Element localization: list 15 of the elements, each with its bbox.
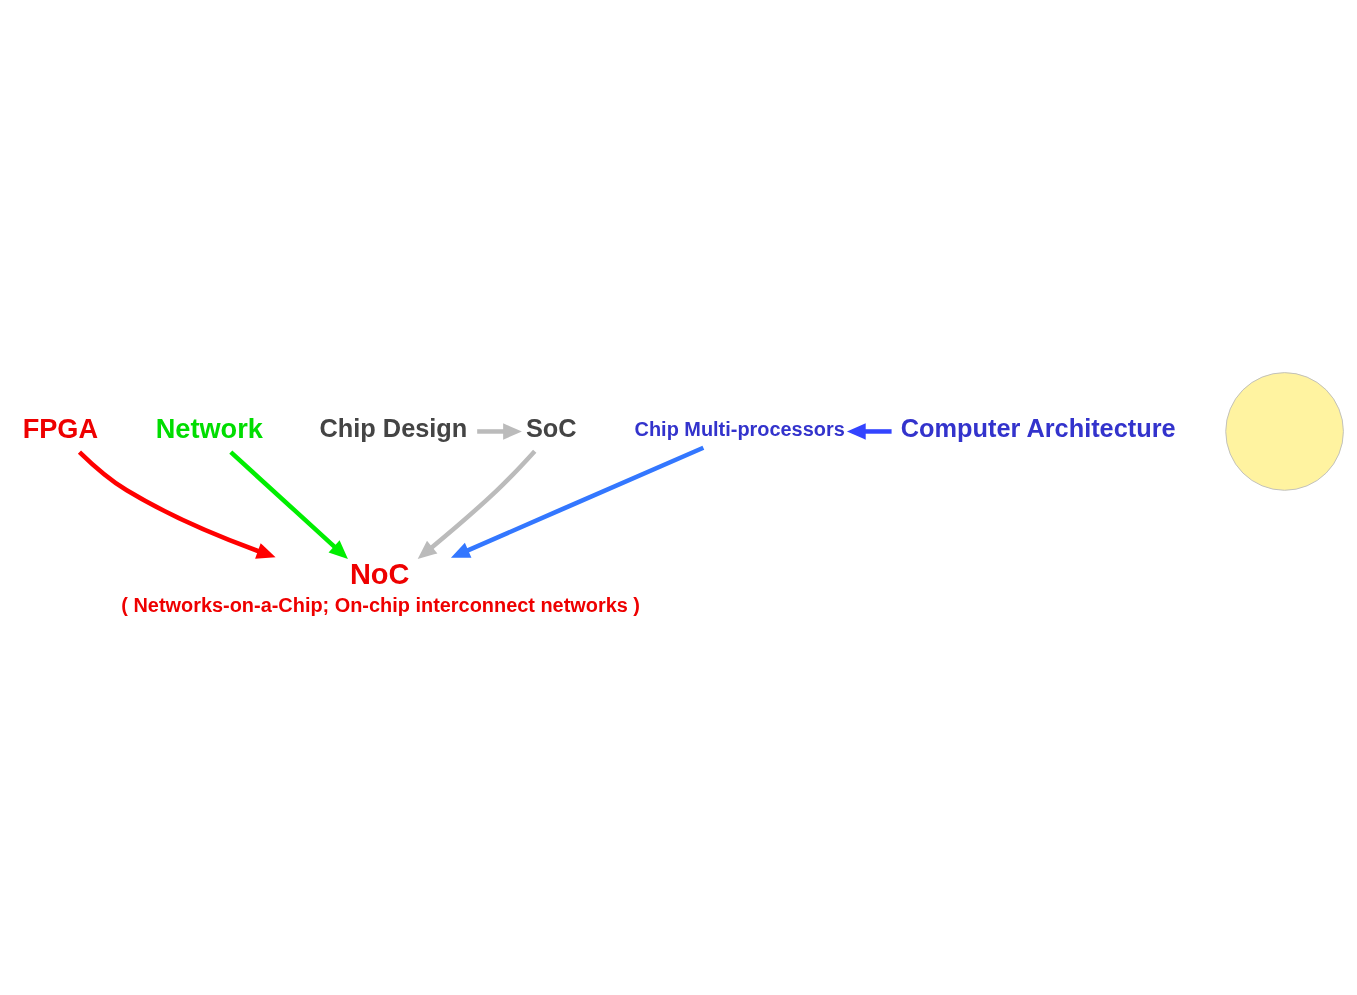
node-text: Network bbox=[155, 412, 263, 444]
node-text: FPGA bbox=[22, 412, 99, 444]
arrow bbox=[77, 449, 276, 559]
node-label: ( Networks-on-a-Chip; On-chip interconnect networks ) bbox=[121, 593, 641, 616]
node-text: Chip Design bbox=[319, 413, 468, 442]
node-circle bbox=[1225, 371, 1344, 491]
node-text: Chip Multi-processors bbox=[634, 417, 845, 440]
node-text: Computer Architecture bbox=[900, 413, 1176, 442]
arrow bbox=[846, 422, 892, 440]
node-text: SoC bbox=[525, 413, 577, 442]
arrow bbox=[450, 445, 705, 558]
arrow bbox=[477, 422, 522, 440]
node-text: NoC bbox=[349, 557, 410, 590]
arrow bbox=[229, 449, 348, 559]
arrow bbox=[417, 449, 537, 559]
